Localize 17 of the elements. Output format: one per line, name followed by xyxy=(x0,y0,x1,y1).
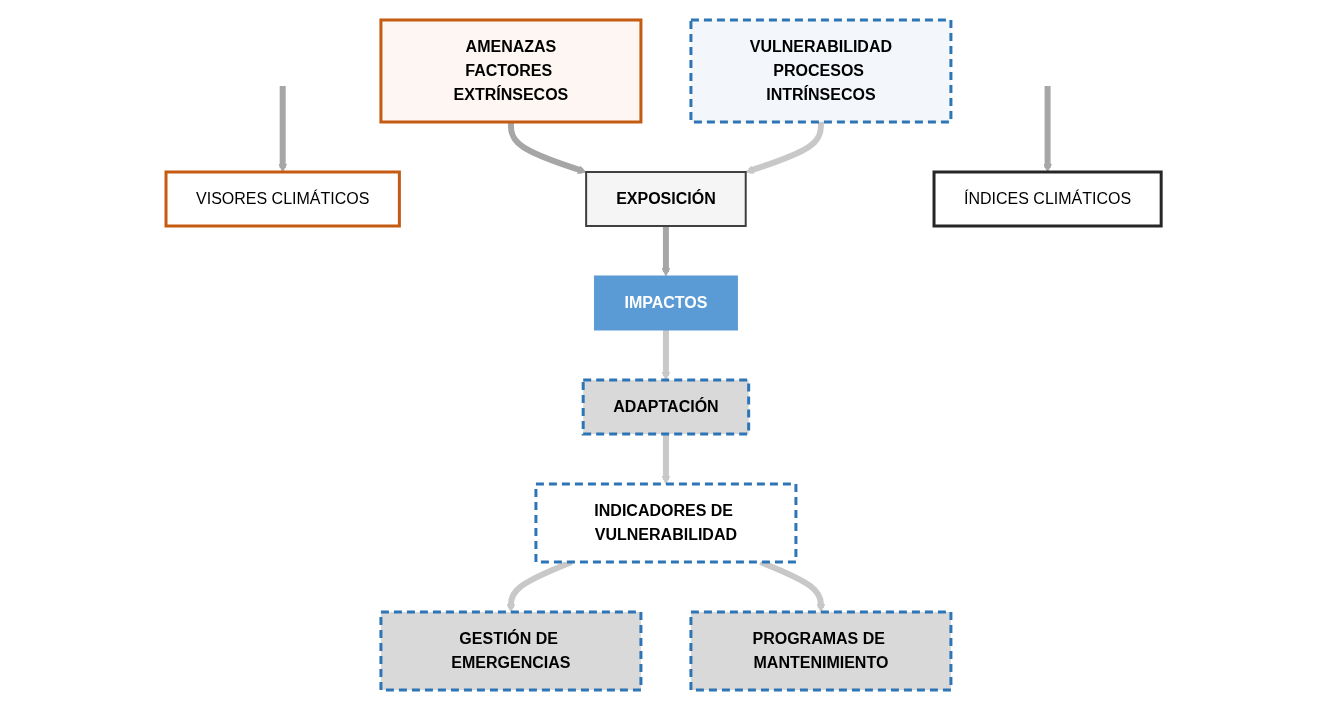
arrow xyxy=(508,121,587,174)
arrow xyxy=(745,121,825,174)
node-box: VISORES CLIMÁTICOS xyxy=(164,170,402,227)
node-box: IMPACTOS xyxy=(594,275,739,330)
node-box: GESTIÓN DE EMERGENCIAS xyxy=(379,610,643,691)
arrow xyxy=(661,433,671,484)
node-box: EXPOSICIÓN xyxy=(585,170,748,227)
arrow xyxy=(278,85,288,172)
node-box: INDICADORES DE VULNERABILIDAD xyxy=(534,482,798,563)
arrow xyxy=(1043,85,1053,172)
node-box: ÍNDICES CLIMÁTICOS xyxy=(932,170,1164,227)
node-box: VULNERABILIDAD PROCESOS INTRÍNSECOS xyxy=(689,18,953,123)
arrow xyxy=(661,225,671,276)
node-box: PROGRAMAS DE MANTENIMIENTO xyxy=(689,610,953,691)
arrow xyxy=(661,329,671,380)
node-box: ADAPTACIÓN xyxy=(582,378,751,435)
node-box: AMENAZAS FACTORES EXTRÍNSECOS xyxy=(379,18,643,123)
